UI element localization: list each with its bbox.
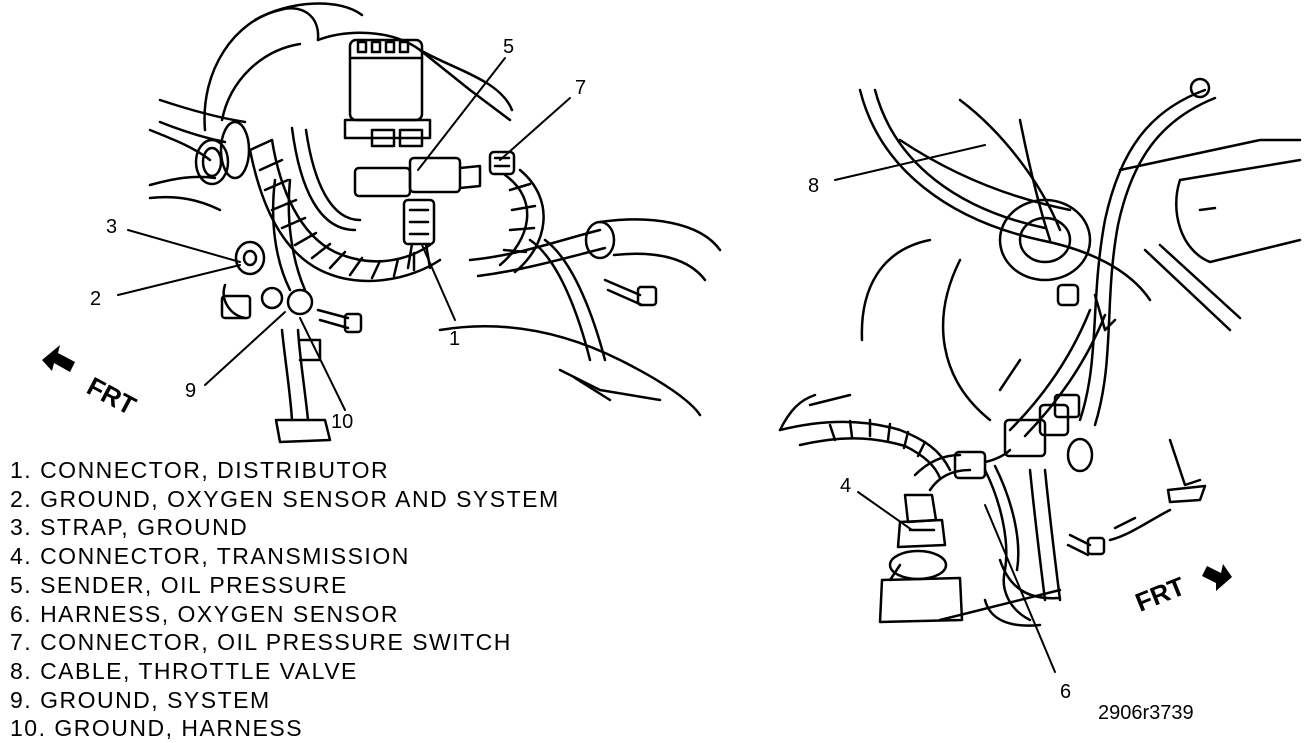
callout-6: 6 [1060,681,1071,703]
legend-item: 7. CONNECTOR, OIL PRESSURE SWITCH [10,629,512,656]
callout-5: 5 [503,36,514,58]
frt-label-left: FRT [82,371,141,421]
legend-item: 9. GROUND, SYSTEM [10,686,271,713]
legend-item: 6. HARNESS, OXYGEN SENSOR [10,600,399,627]
parts-legend: 1. CONNECTOR, DISTRIBUTOR 2. GROUND, OXY… [10,456,560,743]
legend-item: 8. CABLE, THROTTLE VALVE [10,657,358,684]
left-engine-illustration [148,2,722,444]
callout-9: 9 [185,380,196,402]
legend-item: 4. CONNECTOR, TRANSMISSION [10,543,410,570]
frt-arrow-left-icon [42,345,75,372]
frt-label-right: FRT [1131,571,1189,618]
callout-1: 1 [449,328,460,350]
callout-4: 4 [840,475,851,497]
callout-numbers: 1 2 3 4 5 6 7 8 9 10 [90,36,1071,703]
callout-2: 2 [90,288,101,310]
callout-8: 8 [808,175,819,197]
legend-item: 3. STRAP, GROUND [10,514,249,541]
frt-arrows [42,345,1232,591]
legend-item: 5. SENDER, OIL PRESSURE [10,571,348,598]
figure-id: 2906r3739 [1098,702,1194,724]
legend-item: 1. CONNECTOR, DISTRIBUTOR [10,457,390,483]
frt-arrow-right-icon [1202,564,1232,591]
callout-10: 10 [331,411,353,433]
callout-7: 7 [575,77,586,99]
legend-item: 2. GROUND, OXYGEN SENSOR AND SYSTEM [10,485,560,512]
leader-lines [117,57,1056,673]
callout-3: 3 [106,216,117,238]
legend-item: 10. GROUND, HARNESS [10,715,304,742]
right-engine-illustration [778,77,1302,627]
